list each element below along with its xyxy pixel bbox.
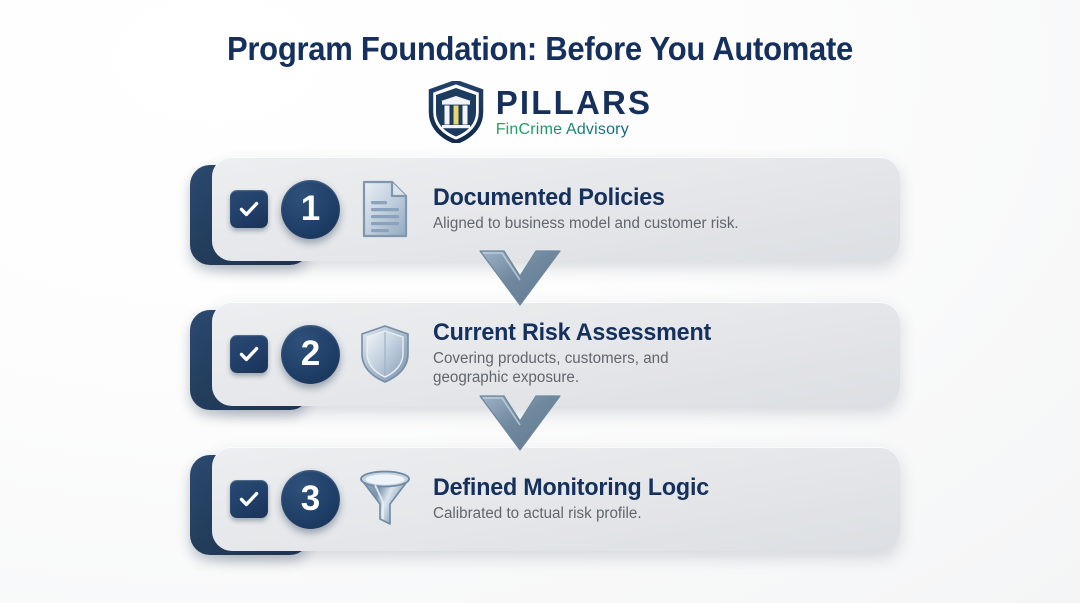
step-number-badge: 3 (281, 469, 340, 529)
step-subtitle: Calibrated to actual risk profile. (433, 504, 642, 522)
step-checkbox[interactable] (230, 480, 268, 518)
step-card[interactable]: 2 (212, 302, 900, 406)
document-icon (354, 179, 416, 239)
check-icon (237, 487, 261, 511)
step-item[interactable]: 3 (180, 447, 900, 555)
step-title: Documented Policies (433, 183, 665, 211)
brand-logo: PILLARS FinCrime Advisory (0, 81, 1080, 143)
step-card[interactable]: 1 (212, 157, 900, 261)
step-checkbox[interactable] (230, 335, 268, 373)
step-text: Current Risk Assessment Covering product… (433, 318, 734, 389)
shield-pillars-icon (428, 81, 484, 143)
steps-list: 1 (180, 157, 900, 555)
step-number-badge: 1 (281, 179, 340, 239)
funnel-icon (354, 469, 416, 529)
step-title: Current Risk Assessment (433, 318, 712, 346)
step-subtitle: Aligned to business model and customer r… (433, 214, 739, 232)
step-card[interactable]: 3 (212, 447, 900, 551)
step-subtitle: Covering products, customers, and geogra… (433, 349, 669, 387)
step-title: Defined Monitoring Logic (433, 473, 709, 501)
step-number-badge: 2 (281, 324, 340, 384)
step-item[interactable]: 2 (180, 302, 900, 410)
check-icon (237, 197, 261, 221)
brand-name: PILLARS (495, 84, 653, 121)
brand-tagline: FinCrime Advisory (496, 122, 653, 138)
brand-wordmark: PILLARS FinCrime Advisory (496, 86, 653, 138)
step-text: Defined Monitoring Logic Calibrated to a… (433, 473, 732, 524)
step-item[interactable]: 1 (180, 157, 900, 265)
step-text: Documented Policies Aligned to business … (433, 183, 759, 234)
step-checkbox[interactable] (230, 190, 268, 228)
page-title: Program Foundation: Before You Automate (226, 30, 854, 67)
shield-icon (354, 324, 416, 384)
check-icon (237, 342, 261, 366)
